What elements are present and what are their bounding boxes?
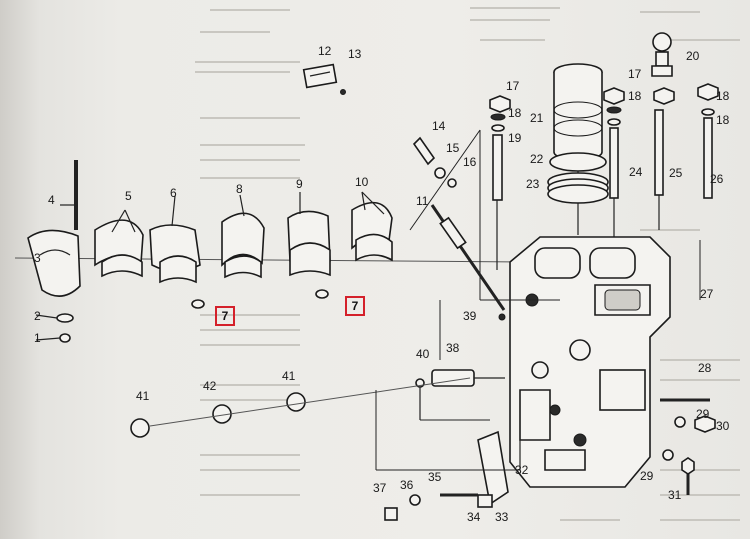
callout-label: 30 bbox=[716, 419, 730, 433]
bearing-shell-8 bbox=[221, 194, 265, 279]
plate-12 bbox=[302, 63, 346, 95]
callout-label: 26 bbox=[710, 172, 724, 186]
callout-label: 1 bbox=[34, 331, 41, 345]
callout-label: 17 bbox=[506, 79, 520, 93]
callout-label: 28 bbox=[698, 361, 712, 375]
callout-label: 38 bbox=[446, 341, 460, 355]
callout-label: 10 bbox=[355, 175, 369, 189]
callout-label: 5 bbox=[125, 189, 132, 203]
bolt-4 bbox=[60, 160, 78, 230]
callout-label: 40 bbox=[416, 347, 430, 361]
bushings-41-42 bbox=[130, 377, 471, 438]
callout-label: 34 bbox=[467, 510, 481, 524]
callout-label: 18 bbox=[716, 113, 730, 127]
callout-label: 22 bbox=[530, 152, 544, 166]
callout-label: 19 bbox=[508, 131, 522, 145]
callout-label: 2 bbox=[34, 309, 41, 323]
callout-label: 4 bbox=[48, 193, 55, 207]
fitting-14 bbox=[412, 136, 457, 188]
background-text bbox=[195, 7, 740, 521]
callout-label: 39 bbox=[463, 309, 477, 323]
callout-label: 20 bbox=[686, 49, 700, 63]
highlighted-callout-7-right: 7 bbox=[345, 296, 365, 316]
seal-rings-22-23 bbox=[547, 152, 609, 204]
callout-label: 15 bbox=[446, 141, 460, 155]
leader-lines bbox=[375, 129, 701, 471]
callout-label: 18 bbox=[508, 106, 522, 120]
highlighted-callout-7-left: 7 bbox=[215, 306, 235, 326]
callout-label: 29 bbox=[640, 469, 654, 483]
callout-label: 14 bbox=[432, 119, 446, 133]
callout-label: 6 bbox=[170, 186, 177, 200]
callout-label: 9 bbox=[296, 177, 303, 191]
callout-label: 32 bbox=[515, 463, 529, 477]
callout-label: 29 bbox=[696, 407, 710, 421]
bearing-cap-left bbox=[27, 229, 81, 343]
callout-label: 16 bbox=[463, 155, 477, 169]
callout-label: 36 bbox=[400, 478, 414, 492]
bearing-cap-6 bbox=[149, 195, 205, 309]
callout-label: 11 bbox=[416, 194, 429, 208]
axis-line bbox=[14, 257, 521, 263]
callout-label: 21 bbox=[530, 111, 544, 125]
callout-label: 23 bbox=[526, 177, 540, 191]
rod-11 bbox=[430, 204, 506, 311]
callout-label: 13 bbox=[348, 47, 362, 61]
callout-label: 8 bbox=[236, 182, 243, 196]
bearing-cap-9 bbox=[287, 192, 331, 299]
lifting-eye-20 bbox=[651, 32, 673, 77]
callout-label: 12 bbox=[318, 44, 332, 58]
callout-label: 35 bbox=[428, 470, 442, 484]
callout-label: 17 bbox=[628, 67, 642, 81]
bottom-parts bbox=[384, 430, 521, 521]
cylinder-liner-21 bbox=[553, 63, 603, 235]
pin-38 bbox=[415, 313, 506, 420]
studs-right bbox=[603, 83, 719, 240]
callout-label: 24 bbox=[629, 165, 643, 179]
callout-label: 33 bbox=[495, 510, 509, 524]
callout-label: 31 bbox=[668, 488, 682, 502]
bolts-right bbox=[660, 398, 716, 495]
callout-label: 3 bbox=[34, 251, 41, 265]
callout-label: 18 bbox=[628, 89, 642, 103]
cylinder-block-27 bbox=[509, 236, 671, 488]
studs-left bbox=[489, 95, 511, 270]
callout-labels: 1 2 3 4 5 6 8 9 10 11 12 13 14 15 16 17 … bbox=[34, 44, 730, 524]
callout-label: 18 bbox=[716, 89, 730, 103]
callout-label: 41 bbox=[136, 389, 150, 403]
callout-label: 25 bbox=[669, 166, 683, 180]
bearing-shell-5 bbox=[94, 209, 144, 278]
bearing-shell-10 bbox=[351, 191, 393, 262]
callout-label: 42 bbox=[203, 379, 217, 393]
callout-label: 37 bbox=[373, 481, 387, 495]
callout-label: 41 bbox=[282, 369, 296, 383]
callout-label: 27 bbox=[700, 287, 714, 301]
